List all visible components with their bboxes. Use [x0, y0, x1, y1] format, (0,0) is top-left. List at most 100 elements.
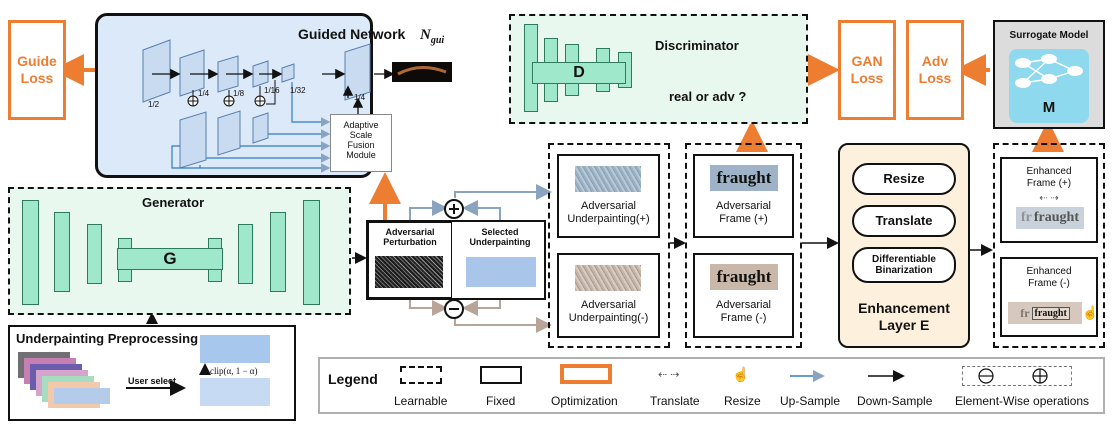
lateral-block-2	[217, 110, 241, 156]
preprocessing-panel	[8, 325, 296, 421]
perturbation-label-text: Adversarial Perturbation	[383, 227, 437, 247]
guide-loss-label: Guide Loss	[17, 53, 57, 86]
adv-frame-neg-image: fraught	[710, 264, 778, 290]
legend-optimization-swatch	[560, 364, 612, 384]
perturbation-inner	[368, 222, 452, 298]
guided-network-title-text: Guided Network	[298, 26, 406, 42]
legend-translate-label: Translate	[650, 394, 700, 408]
element-wise-subtract-icon	[444, 299, 464, 319]
gen-dec-2	[270, 212, 286, 292]
resize-op: Resize	[852, 163, 956, 195]
adv-loss-label: Adv Loss	[918, 53, 952, 86]
surrogate-letter: M	[1042, 99, 1056, 116]
disc-core: D	[532, 62, 626, 84]
enhanced-frame-neg-box: Enhanced Frame (-) fr fraught ☝	[1000, 257, 1098, 337]
gen-core: G	[117, 248, 223, 270]
resize-op-label: Resize	[883, 171, 925, 186]
preprocessing-title: Underpainting Preprocessing	[16, 331, 199, 346]
legend-optimization-label: Optimization	[551, 394, 618, 408]
legend-fixed-swatch	[480, 366, 522, 384]
gen-dec-3	[303, 200, 320, 305]
translate-op: Translate	[852, 205, 956, 237]
adv-underpainting-column	[548, 143, 670, 348]
legend-resize-label: Resize	[724, 394, 761, 408]
legend-downsample-label: Down-Sample	[857, 394, 933, 408]
adv-frame-pos-word: fraught	[716, 168, 772, 187]
legend-learnable-label: Learnable	[394, 394, 448, 408]
guided-network-symbol-main: N	[420, 27, 431, 43]
fusion-module-box: Adaptive Scale Fusion Module	[330, 114, 392, 172]
surrogate-model-panel: Surrogate Model M	[993, 20, 1105, 129]
enhanced-pos-word: fraught	[1033, 210, 1079, 225]
scale-label-1: 1/2	[148, 100, 160, 109]
generator-title: Generator	[142, 195, 205, 210]
enhanced-pos-translate-icon: ⇠ ⇢	[1039, 193, 1059, 204]
enhanced-frame-pos-box: Enhanced Frame (+) ⇠ ⇢ fr fraught	[1000, 157, 1098, 243]
scale-label-2: 1/4	[198, 89, 210, 98]
gen-letter: G	[163, 249, 177, 268]
adv-underpainting-pos-text: Adversarial Underpainting(+)	[567, 200, 650, 225]
user-select-label: User select	[128, 376, 177, 386]
legend-fixed-label: Fixed	[486, 394, 516, 408]
adv-loss-box: Adv Loss	[906, 20, 964, 120]
adv-frame-neg-word: fraught	[716, 267, 772, 286]
perturbation-noise-image	[375, 256, 443, 288]
enhancement-layer-title-text: Enhancement Layer E	[858, 300, 950, 333]
adv-frame-neg-box: fraught Adversarial Frame (-)	[693, 253, 794, 338]
enhanced-frame-neg-image: fr fraught	[1008, 302, 1082, 324]
legend-element-wise-swatch	[962, 366, 1072, 386]
legend-element-wise-label: Element-Wise operations	[955, 394, 1090, 408]
surrogate-net-graph	[1015, 54, 1083, 88]
perturbation-label: Adversarial Perturbation	[368, 227, 452, 247]
legend-upsample-label: Up-Sample	[780, 394, 841, 408]
adv-underpainting-pos-box: Adversarial Underpainting(+)	[557, 154, 660, 238]
adv-underpainting-neg-label: Adversarial Underpainting(-)	[559, 299, 658, 325]
gan-loss-label: GAN Loss	[850, 53, 884, 86]
enhanced-neg-resize-icon: ☝	[1082, 305, 1099, 320]
adv-frame-pos-box: fraught Adversarial Frame (+)	[693, 154, 794, 238]
legend-resize-icon: ☝	[732, 366, 750, 382]
surrogate-network-icon: M	[1009, 49, 1089, 123]
adv-frame-pos-text: Adversarial Frame (+)	[715, 200, 772, 225]
guided-network-symbol: Ngui	[420, 27, 444, 46]
adv-frame-pos-image: fraught	[710, 165, 778, 191]
output-feature-map	[392, 62, 452, 82]
adv-underpainting-neg-box: Adversarial Underpainting(-)	[557, 253, 660, 338]
adv-underpainting-neg-text: Adversarial Underpainting(-)	[568, 299, 649, 324]
adv-frame-neg-text: Adversarial Frame (-)	[715, 299, 772, 324]
adv-frame-pos-label: Adversarial Frame (+)	[695, 200, 792, 226]
gen-enc-1	[22, 200, 39, 305]
enhanced-frame-pos-image: fr fraught	[1016, 207, 1084, 229]
encoder-block-1	[142, 39, 171, 103]
enhanced-frame-neg-label: Enhanced Frame (-)	[1002, 266, 1096, 290]
enhanced-frame-pos-text: Enhanced Frame (+)	[1026, 166, 1072, 189]
guided-network-symbol-sub: gui	[430, 35, 445, 46]
discriminator-title: Discriminator	[655, 38, 739, 53]
legend-translate-icon: ⇠ ⇢	[658, 369, 680, 381]
scale-label-5: 1/32	[290, 86, 306, 95]
scale-label-6: 1/4	[354, 93, 366, 102]
gen-enc-3	[87, 224, 102, 284]
enhanced-frame-pos-label: Enhanced Frame (+)	[1002, 166, 1096, 190]
enhanced-frame-column	[993, 143, 1105, 348]
fusion-module-label: Adaptive Scale Fusion Module	[343, 120, 379, 160]
lateral-block-1	[179, 111, 207, 169]
adv-underpainting-pos-swatch	[575, 166, 641, 192]
clip-label: clip(α, 1 − α)	[210, 366, 258, 376]
binarization-op-label: Differentiable Binarization	[872, 254, 936, 276]
adv-frame-column	[685, 143, 802, 348]
guided-network-title: Guided Network	[298, 26, 405, 42]
surrogate-title: Surrogate Model	[1009, 30, 1089, 41]
binarization-op: Differentiable Binarization	[852, 247, 956, 283]
selected-underpainting-swatch	[466, 257, 536, 287]
adv-underpainting-neg-swatch	[575, 265, 641, 291]
enhanced-frame-neg-text: Enhanced Frame (-)	[1026, 266, 1072, 289]
adv-underpainting-pos-label: Adversarial Underpainting(+)	[559, 200, 658, 226]
gen-enc-2	[54, 212, 70, 292]
gan-loss-box: GAN Loss	[838, 20, 896, 120]
element-wise-add-icon	[444, 199, 464, 219]
